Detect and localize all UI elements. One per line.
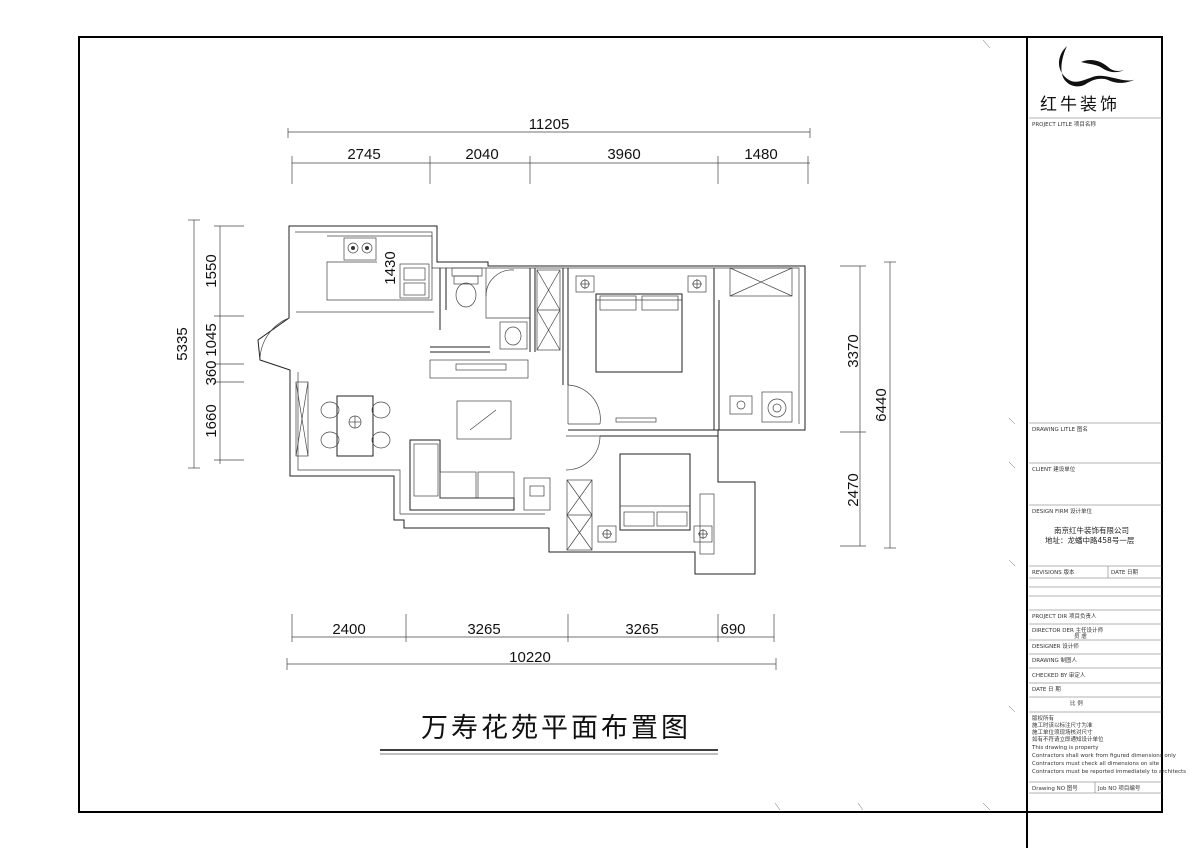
sink-icon <box>729 395 753 415</box>
living-dining <box>295 359 551 511</box>
left-dim-3: 360 <box>203 360 220 385</box>
washing-machine-icon <box>761 391 793 423</box>
project-title-label: PROJECT LITLE 项目名称 <box>1032 120 1096 128</box>
date-label: DATE 日 期 <box>1032 686 1061 693</box>
director-label: DIRECTOR DER 主任设计师 <box>1032 626 1104 634</box>
top-dim-2: 2040 <box>465 146 498 163</box>
right-dim-2: 2470 <box>845 473 862 506</box>
top-dimensions: 11205 2745 2040 3960 1480 <box>287 116 811 184</box>
drawing-by-label: DRAWING 制图人 <box>1032 656 1077 664</box>
bottom-dim-3: 3265 <box>625 621 658 638</box>
note-line-6: Contractors shall work from figured dime… <box>1032 753 1177 759</box>
left-overall-dim: 5335 <box>174 327 191 360</box>
wash-basin-icon <box>499 321 528 350</box>
gas-stove-icon <box>343 237 377 261</box>
drawing-title: 万寿花苑平面布置图 <box>421 713 691 744</box>
left-dim-1: 1550 <box>203 254 220 287</box>
bottom-dim-2: 3265 <box>467 621 500 638</box>
brand-logo-icon <box>1058 46 1136 87</box>
bedroom-door-swing <box>567 384 601 425</box>
project-director-label: PROJECT DIR 项目负责人 <box>1032 612 1097 620</box>
bathroom <box>451 267 530 350</box>
entry-door-swing <box>259 317 290 359</box>
checked-by-label: CHECKED BY 审定人 <box>1032 671 1086 679</box>
director-note: 员 虐 <box>1074 632 1087 640</box>
nightstand-lamp-icon <box>575 275 595 293</box>
note-line-4: 如有不符请立即通知设计单位 <box>1032 735 1104 743</box>
bottom-dim-1: 2400 <box>332 621 365 638</box>
bottom-dim-4: 690 <box>720 621 745 638</box>
drawing-number-label: Drawing NO 图号 <box>1032 784 1078 792</box>
right-dimensions: 3370 2470 6440 <box>840 261 896 549</box>
note-line-2: 施工时该以标注尺寸为准 <box>1032 721 1093 729</box>
designer-label: DESIGNER 设计师 <box>1032 642 1079 650</box>
tv-console-icon <box>456 400 512 440</box>
sofa-icon <box>409 439 515 511</box>
dining-table-icon <box>320 395 391 457</box>
right-dim-1: 3370 <box>845 334 862 367</box>
double-bed-icon <box>619 453 691 531</box>
design-firm-label: DESIGN FIRM 设计单位 <box>1032 507 1093 515</box>
nightstand-lamp-icon <box>693 525 713 543</box>
top-dim-4: 1480 <box>744 146 777 163</box>
company-address: 地址：龙蟠中路458号一层 <box>1045 535 1135 545</box>
top-overall-dim: 11205 <box>529 116 570 133</box>
note-line-1: 版权所有 <box>1032 714 1055 722</box>
double-bed-icon <box>595 293 683 373</box>
company-name: 南京红牛装饰有限公司 <box>1054 525 1129 535</box>
top-dim-3: 3960 <box>607 146 640 163</box>
left-dim-2: 1045 <box>203 323 220 356</box>
job-number-label: Job NO 项目编号 <box>1097 784 1141 792</box>
bedroom-door-swing <box>565 435 601 471</box>
bottom-dimensions: 2400 3265 3265 690 10220 <box>286 614 777 670</box>
note-line-5: This drawing is property <box>1031 745 1099 751</box>
floor-plan: 1430 <box>257 225 806 575</box>
note-line-3: 施工单位须现场核对尺寸 <box>1032 728 1093 736</box>
second-bedroom <box>565 435 715 555</box>
shoe-cabinet-icon <box>295 381 309 457</box>
right-overall-dim: 6440 <box>873 388 890 421</box>
note-line-8: Contractors must be reported immediately… <box>1032 769 1186 775</box>
title-block: 红牛装饰 PROJECT LITLE 项目名称 DRAWING LITLE 图名… <box>1029 46 1186 794</box>
bottom-overall-dim: 10220 <box>509 649 551 666</box>
master-bedroom <box>567 275 707 425</box>
drawing-title-label: DRAWING LITLE 图名 <box>1032 425 1088 433</box>
crop-marks <box>774 39 1016 811</box>
side-table-icon <box>523 477 551 511</box>
wardrobe-lower <box>566 479 593 551</box>
toilet-icon <box>453 275 479 308</box>
kitchen-dim: 1430 <box>382 251 399 284</box>
exterior-wall <box>257 225 806 575</box>
wardrobe-upper <box>536 269 561 351</box>
sheet-border <box>78 36 1163 813</box>
nightstand-lamp-icon <box>687 275 707 293</box>
kitchen: 1430 <box>296 235 434 313</box>
scale-label: 比 例 <box>1070 699 1083 707</box>
nightstand-lamp-icon <box>597 525 617 543</box>
left-dimensions: 5335 1550 1045 360 1660 <box>174 219 244 469</box>
revisions-label: REVISIONS 版本 <box>1032 568 1075 576</box>
note-line-7: Contractors must check all dimensions on… <box>1032 761 1160 767</box>
date-column-label: DATE 日期 <box>1111 569 1139 576</box>
client-label: CLIENT 建设单位 <box>1032 465 1076 473</box>
top-dim-1: 2745 <box>347 146 380 163</box>
brand-name: 红牛装饰 <box>1040 95 1120 115</box>
balcony-laundry <box>729 267 793 423</box>
left-dim-4: 1660 <box>203 404 220 437</box>
